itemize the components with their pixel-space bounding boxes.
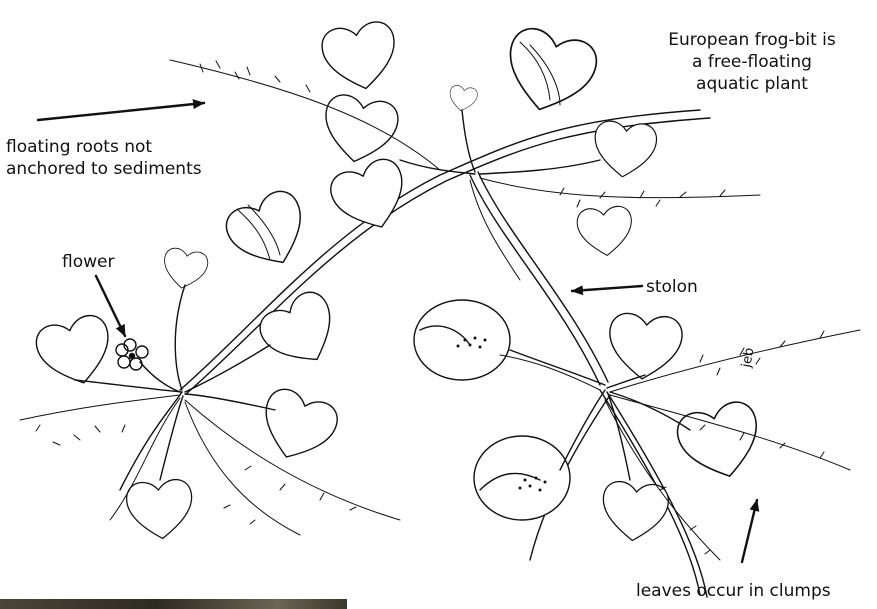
clumps-label: leaves occur in clumps — [636, 580, 831, 602]
title-label: European frog-bit is a free-floating aqu… — [628, 29, 876, 95]
flower-label: flower — [62, 251, 114, 273]
title-line-3: aquatic plant — [628, 73, 876, 95]
title-line-2: a free-floating — [628, 51, 876, 73]
roots-line-2: anchored to sediments — [6, 158, 202, 180]
left-clump — [20, 246, 400, 541]
title-line-1: European frog-bit is — [628, 29, 876, 51]
right-clump: jeb — [414, 300, 860, 560]
arrow-clumps — [742, 500, 757, 562]
arrow-roots — [38, 103, 204, 120]
artist-signature: jeb — [739, 347, 757, 370]
photo-strip — [0, 599, 347, 609]
arrow-stolon — [572, 286, 642, 291]
roots-line-1: floating roots not — [6, 136, 202, 158]
stolon-label: stolon — [646, 276, 698, 298]
flower-drawing — [116, 339, 180, 392]
roots-label: floating roots not anchored to sediments — [6, 136, 202, 180]
